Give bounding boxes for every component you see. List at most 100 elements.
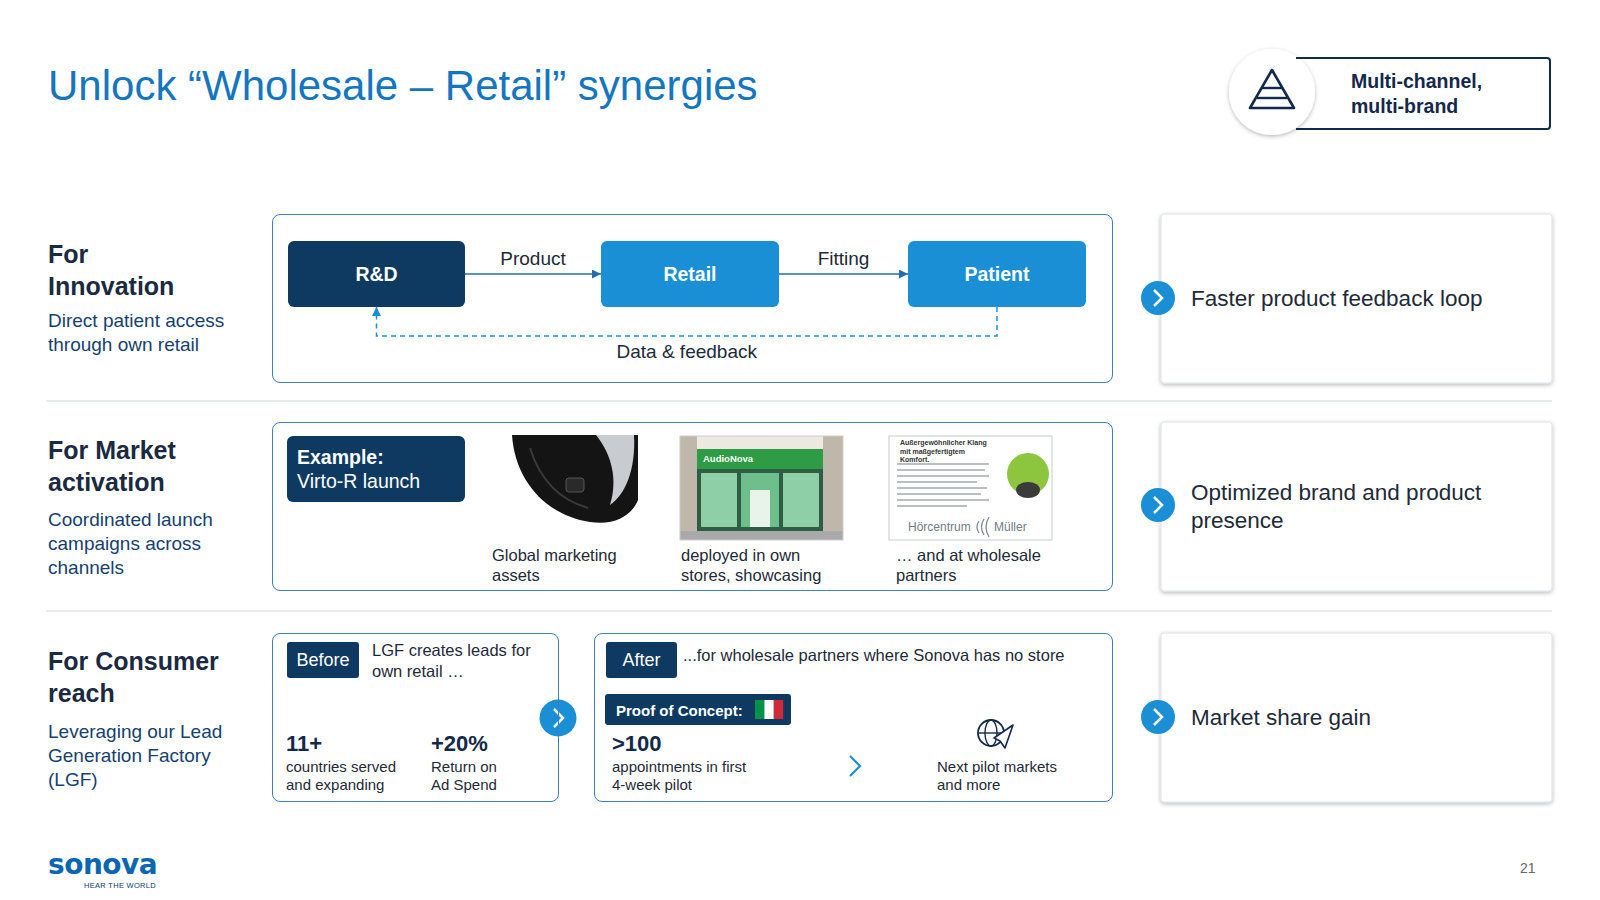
hearing-aid-faceplate [596,435,634,505]
row-heading: For Innovation [48,238,198,302]
box-label: Market share gain [1191,704,1371,732]
result-box: Optimized brand and product presence [1161,422,1552,591]
flyer-text-line [897,487,987,489]
process-box: R&D [288,241,465,307]
partner-logo-text: Müller [994,520,1027,534]
box-label: Optimized brand and product presence [1191,479,1521,535]
result-frame [1161,214,1552,383]
edge-label: Product [497,248,568,270]
italy-flag [774,700,783,719]
photo-ground [491,435,638,540]
flyer-text-line [897,469,985,471]
flyer-text-line [897,475,989,477]
box-label: Patient [964,262,1029,286]
flyer-text-line [897,463,989,465]
flyer-text-line [897,481,977,483]
flyer-text-line [897,505,967,507]
chevron-circle [1141,281,1175,315]
connector-arrow [377,307,998,336]
stat-caption: Next pilot markets and more [937,758,1077,794]
store-door [750,490,770,527]
row-description: Coordinated launch campaigns across chan… [48,508,233,580]
box-label: R&D [355,262,397,286]
store-window [701,473,737,527]
group-panel: ...for wholesale partners where Sonova h… [594,633,1113,802]
stat-value: >100 [612,731,662,757]
photo-border [680,436,843,540]
panel-text: ...for wholesale partners where Sonova h… [683,645,1065,666]
connector-arrow [779,273,908,275]
result-box: Market share gain [1161,633,1552,802]
row-description: Leveraging our Lead Generation Factory (… [48,720,243,792]
panel-text: LGF creates leads for own retail … [372,640,554,682]
edge-label: Data & feedback [614,341,760,363]
shell-highlight [530,448,588,508]
building-wall [680,436,843,540]
image-caption: Global marketing assets [492,545,647,585]
row-heading: For Consumer reach [48,645,263,709]
store-photo [680,436,843,540]
chevron-circle [1141,488,1175,522]
store-sign-text: AudioNova [703,453,753,464]
row-description: Direct patient access through own retail [48,309,253,357]
box-label: After [622,648,660,672]
chevron-icon [1154,290,1162,306]
example-box: Example:Virto-R launch [287,436,465,502]
badge-circle [1229,49,1315,135]
box-label: Proof of Concept: [616,702,743,719]
row-separator [46,611,1552,612]
italy-flag [755,700,764,719]
logo-wave [977,521,979,533]
flyer-image [889,436,1052,540]
brand-logo: sonova [48,848,157,881]
stat-caption: Return on Ad Spend [431,758,513,794]
result-frame [1161,422,1552,591]
stat-value: 11+ [286,731,322,757]
globe-plane-icon [978,720,1013,748]
logo-wave [986,517,989,537]
flyer-headline: Außergewöhnlicher Klang mit maßgefertigt… [900,439,995,465]
flyer-text-line [897,493,981,495]
image-caption: deployed in own stores, showcasing [681,545,846,585]
box-label: Virto-R launch [297,469,420,493]
stat-value: +20% [431,731,488,757]
result-box: Faster product feedback loop [1161,214,1552,383]
box-label: Retail [663,262,716,286]
result-frame [1161,633,1552,802]
chevron-circle [1141,700,1175,734]
slide-title: Unlock “Wholesale – Retail” synergies [48,62,758,110]
flyer-device [1016,482,1040,498]
chevron-circle [540,700,577,737]
pyramid-icon [1257,97,1287,99]
box-label: Before [296,648,349,672]
store-window [783,473,819,527]
row-separator [46,401,1552,402]
image-caption: … and at wholesale partners [896,545,1056,585]
building-pillar [823,436,843,531]
box-label: Example: [297,445,384,469]
chevron-icon [850,756,860,776]
connector-arrow [465,273,601,275]
pyramid-icon [1262,87,1282,89]
paper-plane [994,725,1013,748]
page-number: 21 [1520,860,1536,876]
chevron-icon [1154,709,1162,725]
group-panel: Global marketing assets deployed in own s… [272,422,1113,591]
proof-box: Proof of Concept: [606,695,792,726]
store-fascia [697,449,823,469]
process-box: Patient [908,241,1086,307]
building-pillar [680,436,697,531]
theme-badge: Multi-channel, multi-brand [1296,57,1551,130]
row-heading: For Market activation [48,434,263,498]
partner-logo-text: Hörcentrum [908,520,971,534]
brand-tagline: HEAR THE WORLD [84,881,156,890]
pyramid-icon [1250,70,1294,108]
tag-box: After [606,642,677,678]
box-label: Faster product feedback loop [1191,285,1482,313]
group-panel: LGF creates leads for own retail …11+cou… [272,633,559,802]
logo-wave [982,519,985,535]
box-label: Multi-channel, multi-brand [1351,69,1511,119]
process-box: Retail [601,241,779,307]
